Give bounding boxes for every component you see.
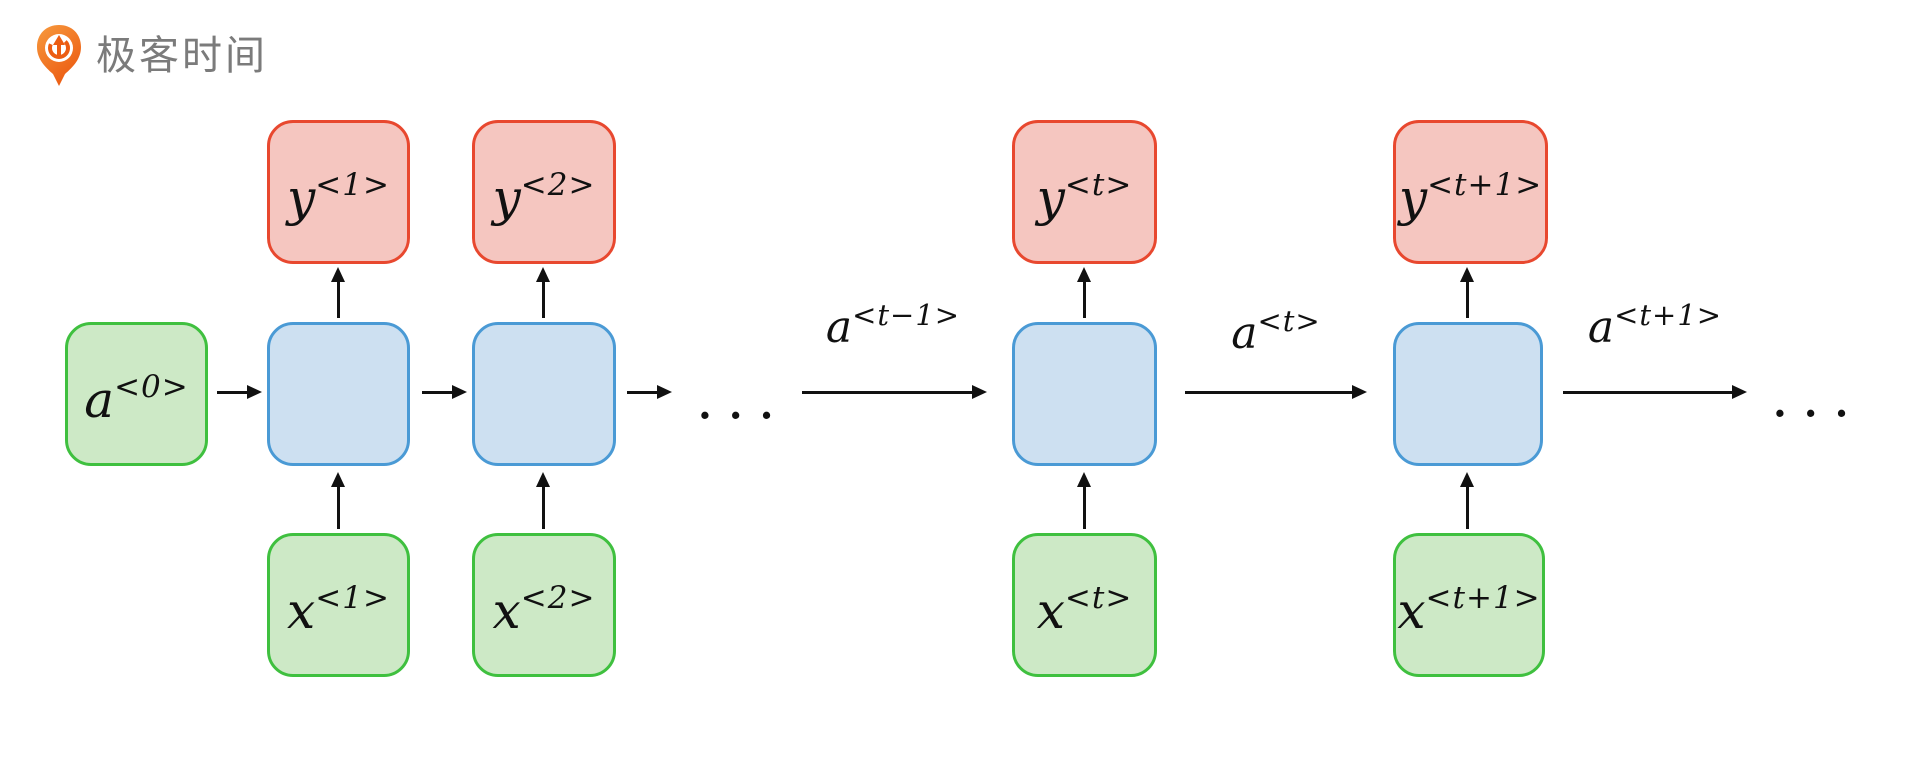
arrow-xt-to-ht [1077,472,1091,529]
node-hidden-t1 [1393,322,1543,466]
node-x2: x<2> [472,533,616,677]
node-x1-label: x<1> [287,580,390,640]
arrow-a0-to-h1 [217,385,262,399]
node-hidden-1 [267,322,410,466]
arrow-at-plus-1-to-ellipsis [1563,385,1747,399]
node-yt1: y<t+1> [1393,120,1548,264]
node-y2-label: y<2> [492,167,596,227]
node-xt1: x<t+1> [1393,533,1545,677]
node-xt-label: x<t> [1036,580,1133,640]
node-xt: x<t> [1012,533,1157,677]
edge-label-a-t: a<t> [1231,304,1321,359]
edge-label-a-t-minus-1: a<t−1> [825,298,961,353]
node-y1-label: y<1> [287,167,390,227]
brand-name: 极客时间 [96,34,268,78]
node-x1: x<1> [267,533,410,677]
arrow-h1-to-h2 [422,385,467,399]
node-hidden-2 [472,322,616,466]
node-x2-label: x<2> [492,580,596,640]
arrow-ht-to-yt [1077,267,1091,318]
node-yt-label: y<t> [1036,167,1133,227]
ellipsis-middle: ... [696,367,789,432]
arrow-ht1-to-yt1 [1460,267,1474,318]
arrow-x1-to-h1 [331,472,345,529]
ellipsis-right: ... [1771,365,1864,430]
node-xt1-label: x<t+1> [1397,580,1541,640]
brand-logo: 极客时间 [36,24,268,88]
node-yt1-label: y<t+1> [1398,167,1543,227]
geektime-pin-icon [37,25,81,86]
arrow-h1-to-y1 [331,267,345,318]
arrow-h2-to-y2 [536,267,550,318]
node-hidden-t [1012,322,1157,466]
arrow-h2-to-ellipsis [627,385,672,399]
arrow-x2-to-h2 [536,472,550,529]
arrow-at-to-ht1 [1185,385,1367,399]
node-a0: a<0> [65,322,208,466]
node-y2: y<2> [472,120,616,264]
arrow-xt1-to-ht1 [1460,472,1474,529]
edge-label-a-t-plus-1: a<t+1> [1587,298,1723,353]
arrow-at-minus-1-to-ht [802,385,987,399]
node-y1: y<1> [267,120,410,264]
node-a0-label: a<0> [84,369,189,429]
node-yt: y<t> [1012,120,1157,264]
